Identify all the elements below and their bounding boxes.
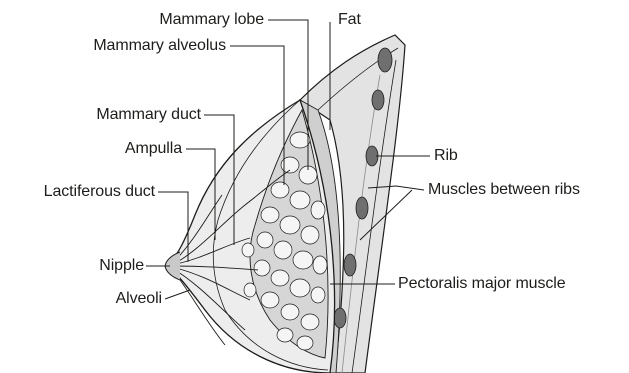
label-mammary-duct: Mammary duct [60,106,201,124]
label-nipple: Nipple [82,257,144,275]
label-fat: Fat [338,11,361,29]
label-muscles-between-ribs: Muscles between ribs [428,181,580,199]
label-lactiferous-duct: Lactiferous duct [5,183,155,201]
label-pectoralis-major-muscle: Pectoralis major muscle [398,275,566,293]
label-ampulla: Ampulla [100,140,182,158]
label-mammary-lobe: Mammary lobe [126,11,264,29]
label-rib: Rib [434,147,458,165]
leader-alveoli [165,290,190,299]
label-mammary-alveolus: Mammary alveolus [34,37,226,55]
label-alveoli: Alveoli [98,290,162,308]
